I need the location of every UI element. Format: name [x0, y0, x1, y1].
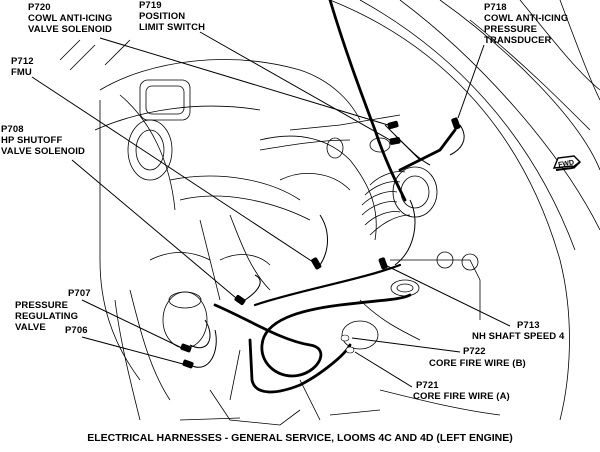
callout-p720-line2: VALVE SOLENOID [28, 24, 112, 35]
callout-p708-id: P708 [1, 124, 24, 135]
connector-p712 [311, 257, 322, 270]
callout-p707: P707 [68, 288, 91, 299]
fwd-arrow-icon: FWD [552, 155, 581, 171]
connector-p722 [340, 334, 350, 342]
leader-p722 [351, 337, 461, 353]
callout-p719-line2: LIMIT SWITCH [139, 22, 206, 33]
callout-p713: P713 NH SHAFT SPEED 4 [472, 320, 564, 342]
callout-prv-line0: PRESSURE [15, 300, 69, 311]
harness-wires [213, 0, 457, 394]
callout-p708-line2: VALVE SOLENOID [1, 146, 85, 157]
callout-p712-id: P712 [11, 56, 34, 67]
leader-p708 [71, 159, 237, 299]
callout-p719: P719 POSITION LIMIT SWITCH [139, 0, 205, 33]
leader-p721 [354, 351, 413, 388]
connectors [180, 117, 461, 369]
connector-p720 [387, 120, 399, 130]
callout-p720-line1: COWL ANTI-ICING [28, 13, 113, 24]
callout-p721-id: P721 [416, 380, 439, 391]
fwd-text: FWD [558, 159, 575, 169]
leader-p719 [199, 31, 391, 141]
harness-thin-wires [189, 124, 465, 368]
leader-p712 [31, 76, 314, 263]
leader-p707 [81, 299, 183, 349]
callout-p718-id: P718 [484, 2, 507, 13]
callout-prv-line1: REGULATING [15, 311, 79, 322]
figure-caption: ELECTRICAL HARNESSES - GENERAL SERVICE, … [87, 432, 513, 444]
callout-p707-id: P707 [68, 288, 91, 299]
callout-p708: P708 HP SHUTOFF VALVE SOLENOID [1, 124, 85, 157]
connector-p707 [180, 343, 192, 353]
leader-p718 [457, 44, 485, 119]
callout-p708-line1: HP SHUTOFF [1, 135, 63, 146]
leader-p720 [99, 37, 389, 126]
leader-lines [31, 31, 511, 388]
leader-p706 [81, 336, 184, 365]
engine-outline [59, 0, 600, 426]
callout-p706-id: P706 [65, 325, 88, 336]
callout-p722-line1: CORE FIRE WIRE (B) [429, 358, 526, 369]
connector-p721 [345, 346, 355, 354]
connector-p706 [182, 359, 194, 369]
callout-p712-line1: FMU [11, 67, 32, 78]
callout-pressure-regulating-valve: PRESSURE REGULATING VALVE [15, 300, 78, 333]
callout-p720: P720 COWL ANTI-ICING VALVE SOLENOID [28, 2, 112, 35]
connector-p708 [234, 294, 246, 306]
leader-p713 [384, 264, 511, 327]
callout-p721: P721 CORE FIRE WIRE (A) [413, 380, 510, 402]
callout-prv-line2: VALVE [15, 322, 46, 333]
callout-p718-line1: COWL ANTI-ICING [484, 13, 569, 24]
callout-p718-line3: TRANSDUCER [484, 35, 552, 46]
callout-p722-id: P722 [463, 346, 486, 357]
callout-p721-line1: CORE FIRE WIRE (A) [413, 391, 510, 402]
callout-p719-id: P719 [139, 0, 162, 11]
connector-p719 [389, 137, 401, 145]
callout-p722: P722 CORE FIRE WIRE (B) [429, 346, 526, 369]
callout-p720-id: P720 [28, 2, 51, 13]
callout-p713-id: P713 [517, 320, 540, 331]
callout-p718-line2: PRESSURE [484, 24, 538, 35]
callout-p719-line1: POSITION [139, 11, 186, 22]
connector-p718 [451, 117, 461, 130]
callout-p718: P718 COWL ANTI-ICING PRESSURE TRANSDUCER [484, 2, 568, 46]
callout-p713-line1: NH SHAFT SPEED 4 [472, 331, 565, 342]
callout-p706: P706 [65, 325, 88, 336]
callout-p712: P712 FMU [11, 56, 34, 78]
connector-p713 [378, 257, 388, 270]
